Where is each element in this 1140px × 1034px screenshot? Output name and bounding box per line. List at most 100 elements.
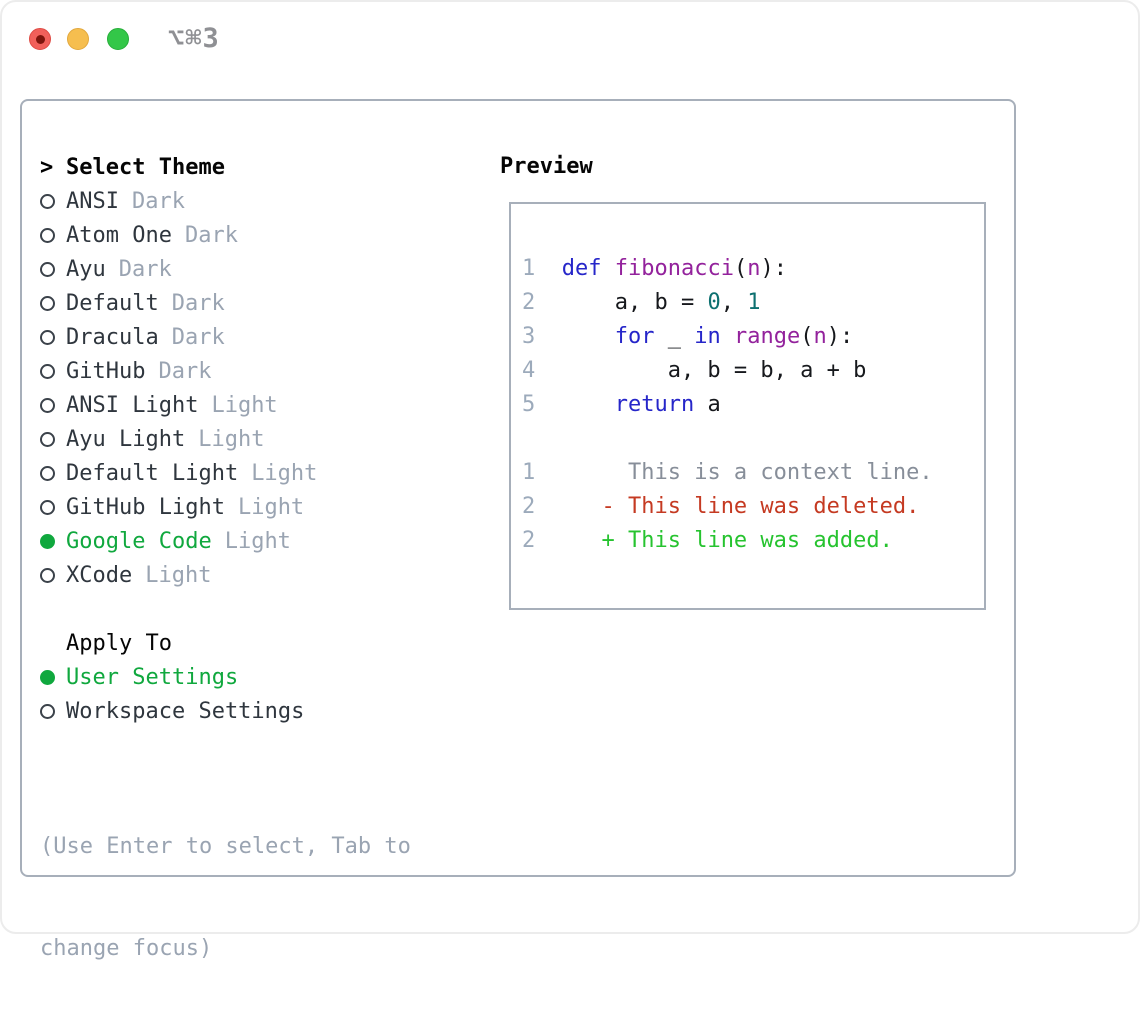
option-label: GitHub Light: [66, 494, 225, 520]
window-title: ⌥⌘3: [168, 23, 220, 54]
apply-option-user-settings[interactable]: User Settings: [40, 660, 480, 694]
radio-icon: [40, 397, 66, 413]
select-theme-heading: Select Theme: [66, 154, 225, 180]
theme-option-xcode[interactable]: XCode Light: [40, 558, 480, 592]
code-token: 1: [522, 256, 536, 281]
radio-icon: [40, 227, 66, 243]
option-label: Dracula: [66, 324, 159, 350]
code-token: + This line was added.: [601, 528, 893, 553]
option-label: Default Light: [66, 460, 239, 486]
code-token: in: [694, 324, 721, 349]
theme-variant: Dark: [118, 256, 172, 282]
code-line: 2 + This line was added.: [522, 524, 984, 558]
theme-variant: Light: [237, 494, 305, 520]
code-token: return: [614, 392, 695, 417]
zoom-button[interactable]: [107, 28, 129, 50]
code-token: [535, 256, 562, 281]
theme-variant: Dark: [171, 324, 225, 350]
code-token: def: [561, 256, 602, 281]
code-line: [522, 422, 984, 456]
radio-icon: [40, 567, 66, 583]
option-label: Default: [66, 290, 159, 316]
radio-icon: [40, 431, 66, 447]
theme-variant: Dark: [158, 358, 212, 384]
code-token: (: [800, 324, 814, 349]
radio-icon: [40, 703, 66, 719]
code-token: (: [733, 256, 748, 281]
radio-selected-icon: [40, 669, 66, 685]
code-line: 3 for _ in range(n):: [522, 320, 984, 354]
code-token: a, b = b, a + b: [535, 358, 867, 383]
code-token: 2: [522, 528, 536, 553]
theme-option-dracula[interactable]: Dracula Dark: [40, 320, 480, 354]
theme-variant: Light: [145, 562, 212, 588]
code-token: 4: [522, 358, 536, 383]
theme-option-default[interactable]: Default Dark: [40, 286, 480, 320]
theme-option-github-light[interactable]: GitHub Light Light: [40, 490, 480, 524]
code-token: [535, 460, 628, 485]
code-token: 2: [522, 494, 536, 519]
code-token: - This line was deleted.: [601, 494, 920, 519]
code-token: 0: [707, 290, 721, 315]
apply-to-header: Apply To: [40, 626, 480, 660]
option-label: Workspace Settings: [66, 698, 305, 724]
code-token: [535, 494, 601, 519]
code-token: ):: [760, 256, 787, 281]
option-label: User Settings: [66, 664, 239, 690]
theme-variant: Light: [198, 426, 265, 452]
code-token: range: [733, 324, 801, 349]
code-token: ):: [826, 324, 854, 349]
code-line: 5 return a: [522, 388, 984, 422]
option-label: Ayu Light: [66, 426, 186, 452]
radio-icon: [40, 499, 66, 515]
theme-option-ansi-light[interactable]: ANSI Light Light: [40, 388, 480, 422]
code-token: [721, 324, 734, 349]
close-button[interactable]: [29, 28, 51, 50]
apply-option-workspace-settings[interactable]: Workspace Settings: [40, 694, 480, 728]
theme-variant: Light: [224, 528, 291, 554]
prompt-icon: >: [40, 154, 54, 180]
code-line: 1 def fibonacci(n):: [522, 252, 984, 286]
spacer: [40, 728, 480, 762]
radio-icon: [40, 295, 66, 311]
code-token: _: [654, 324, 695, 349]
theme-variant: Dark: [171, 290, 225, 316]
radio-icon: [40, 193, 66, 209]
radio-selected-icon: [40, 533, 66, 549]
code-line: 2 - This line was deleted.: [522, 490, 984, 524]
code-token: for: [614, 324, 655, 349]
code-line: 4 a, b = b, a + b: [522, 354, 984, 388]
code-token: a: [694, 392, 721, 417]
theme-variant: Light: [211, 392, 278, 418]
select-theme-header: > Select Theme: [40, 150, 480, 184]
code-token: [535, 392, 614, 417]
code-token: 5: [522, 392, 536, 417]
apply-to-heading: Apply To: [66, 630, 172, 656]
hint-line-2: change focus): [40, 936, 213, 961]
option-label: XCode: [66, 562, 133, 588]
close-dot-icon: [35, 34, 45, 44]
code-token: 1: [747, 290, 761, 315]
preview-heading: Preview: [500, 154, 593, 179]
code-token: 1: [522, 460, 536, 485]
code-token: [602, 256, 615, 281]
code-token: ,: [720, 290, 748, 315]
radio-icon: [40, 329, 66, 345]
option-label: ANSI: [66, 188, 119, 214]
minimize-button[interactable]: [67, 28, 89, 50]
theme-option-ayu-light[interactable]: Ayu Light Light: [40, 422, 480, 456]
code-line: 1 This is a context line.: [522, 456, 984, 490]
option-label: ANSI Light: [66, 392, 199, 418]
code-token: a, b =: [535, 290, 708, 315]
hint-text: (Use Enter to select, Tab to change focu…: [40, 762, 480, 1034]
radio-icon: [40, 363, 66, 379]
